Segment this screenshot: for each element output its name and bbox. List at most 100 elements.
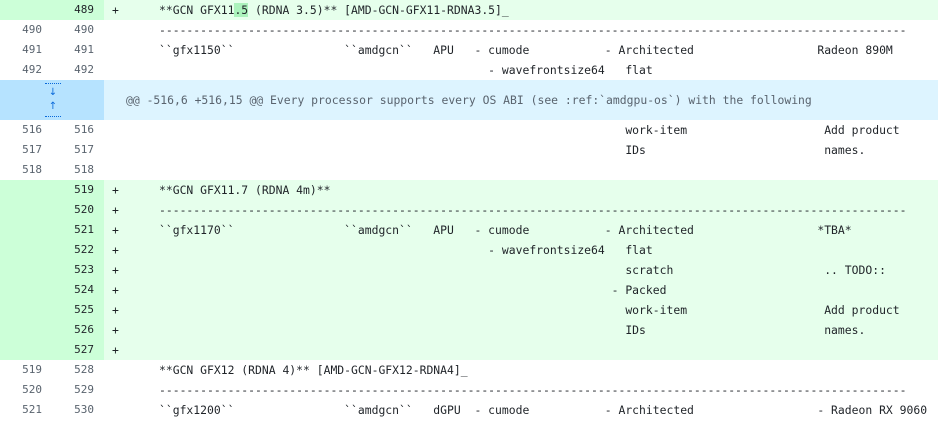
code-line: ----------------------------------------…: [159, 23, 907, 37]
hunk-header: ↓ ↑ @@ -516,6 +516,15 @@ Every processor…: [0, 80, 938, 120]
code-text: (RDNA 3.5)** [AMD-GCN-GFX11-RDNA3.5]_: [248, 3, 509, 17]
new-line-number[interactable]: 520: [74, 203, 94, 216]
line-number-gutter: [0, 260, 104, 280]
changed-word-highlight: .5: [234, 3, 249, 17]
code-text: **GCN GFX11: [159, 3, 235, 17]
new-line-number[interactable]: 521: [74, 223, 94, 236]
code-line: scratch .. TODO::: [159, 263, 886, 277]
hunk-header-text: @@ -516,6 +516,15 @@ Every processor sup…: [126, 93, 812, 107]
diff-row-added[interactable]: 489 + **GCN GFX11.5 (RDNA 3.5)** [AMD-GC…: [0, 0, 938, 20]
hunk-gutter: [0, 80, 104, 120]
old-line-number[interactable]: [0, 300, 42, 320]
line-number-gutter: [0, 300, 104, 320]
code-line: ----------------------------------------…: [159, 203, 907, 217]
code-line: IDs names.: [159, 323, 866, 337]
diff-row-context[interactable]: 521 530 ``gfx1200`` ``amdgcn`` dGPU - cu…: [0, 400, 938, 420]
code-line: ``gfx1200`` ``amdgcn`` dGPU - cumode - A…: [159, 403, 928, 417]
dotted-line: [45, 83, 61, 84]
code-line: - wavefrontsize64 flat: [159, 63, 653, 77]
diff-row-added[interactable]: 521 + ``gfx1170`` ``amdgcn`` APU - cumod…: [0, 220, 938, 240]
new-line-number[interactable]: 490: [74, 23, 94, 36]
diff-row-added[interactable]: 519 + **GCN GFX11.7 (RDNA 4m)**: [0, 180, 938, 200]
arrow-up-icon: ↑: [48, 101, 58, 112]
code-line: **GCN GFX12 (RDNA 4)** [AMD-GCN-GFX12-RD…: [159, 363, 468, 377]
old-line-number[interactable]: 491: [22, 43, 42, 56]
diff-row-context[interactable]: 516 516 work-item Add product: [0, 120, 938, 140]
diff-row-added[interactable]: 526 + IDs names.: [0, 320, 938, 340]
dotted-line: [45, 116, 61, 117]
old-line-number[interactable]: [0, 320, 42, 340]
code-line: ``gfx1150`` ``amdgcn`` APU - cumode - Ar…: [159, 43, 893, 57]
new-line-number[interactable]: 526: [74, 323, 94, 336]
new-line-number[interactable]: 530: [74, 403, 94, 416]
old-line-number[interactable]: [0, 240, 42, 260]
line-number-gutter: [0, 340, 104, 360]
diff-row-context[interactable]: 492 492 - wavefrontsize64 flat: [0, 60, 938, 80]
new-line-number[interactable]: 517: [74, 143, 94, 156]
diff-sign: +: [112, 3, 119, 17]
diff-sign: +: [112, 303, 119, 317]
diff-row-added[interactable]: 523 + scratch .. TODO::: [0, 260, 938, 280]
new-line-number[interactable]: 519: [74, 183, 94, 196]
new-line-number[interactable]: 518: [74, 163, 94, 176]
new-line-number[interactable]: 528: [74, 363, 94, 376]
diff-row-added[interactable]: 522 + - wavefrontsize64 flat: [0, 240, 938, 260]
old-line-number[interactable]: [0, 180, 42, 200]
line-number-gutter: [0, 280, 104, 300]
diff-sign: +: [112, 343, 119, 357]
diff-sign: +: [112, 283, 119, 297]
code-line: work-item Add product: [159, 303, 900, 317]
old-line-number[interactable]: [0, 260, 42, 280]
line-number-gutter: [0, 0, 104, 20]
diff-row-context[interactable]: 491 491 ``gfx1150`` ``amdgcn`` APU - cum…: [0, 40, 938, 60]
new-line-number[interactable]: 527: [74, 343, 94, 356]
line-number-gutter: [0, 220, 104, 240]
old-line-number[interactable]: [0, 340, 42, 360]
diff-row-added[interactable]: 527 +: [0, 340, 938, 360]
old-line-number[interactable]: 521: [22, 403, 42, 416]
diff-sign: +: [112, 263, 119, 277]
new-line-number[interactable]: 529: [74, 383, 94, 396]
code-line: ----------------------------------------…: [159, 383, 907, 397]
diff-row-context[interactable]: 490 490 --------------------------------…: [0, 20, 938, 40]
diff-row-added[interactable]: 524 + - Packed: [0, 280, 938, 300]
diff-sign: +: [112, 243, 119, 257]
old-line-number[interactable]: 517: [22, 143, 42, 156]
code-line: work-item Add product: [159, 123, 900, 137]
old-line-number[interactable]: 516: [22, 123, 42, 136]
line-number-gutter: [0, 200, 104, 220]
old-line-number[interactable]: 518: [22, 163, 42, 176]
code-line: IDs names.: [159, 143, 866, 157]
old-line-number[interactable]: 492: [22, 63, 42, 76]
old-line-number[interactable]: [0, 0, 42, 20]
diff-sign: +: [112, 223, 119, 237]
code-line: ``gfx1170`` ``amdgcn`` APU - cumode - Ar…: [159, 223, 852, 237]
new-line-number[interactable]: 492: [74, 63, 94, 76]
old-line-number[interactable]: 519: [22, 363, 42, 376]
old-line-number[interactable]: 520: [22, 383, 42, 396]
code-line: **GCN GFX11.7 (RDNA 4m)**: [159, 183, 331, 197]
diff-row-added[interactable]: 525 + work-item Add product: [0, 300, 938, 320]
new-line-number[interactable]: 525: [74, 303, 94, 316]
new-line-number[interactable]: 523: [74, 263, 94, 276]
new-line-number[interactable]: 522: [74, 243, 94, 256]
old-line-number[interactable]: [0, 280, 42, 300]
new-line-number[interactable]: 516: [74, 123, 94, 136]
expand-up-down-icon[interactable]: ↓ ↑: [38, 83, 68, 117]
diff-sign: +: [112, 203, 119, 217]
new-line-number[interactable]: 491: [74, 43, 94, 56]
line-number-gutter: [0, 180, 104, 200]
diff-row-context[interactable]: 518 518: [0, 160, 938, 180]
diff-row-context[interactable]: 517 517 IDs names.: [0, 140, 938, 160]
diff-row-context[interactable]: 519 528 **GCN GFX12 (RDNA 4)** [AMD-GCN-…: [0, 360, 938, 380]
diff-row-added[interactable]: 520 + ----------------------------------…: [0, 200, 938, 220]
line-number-gutter: [0, 240, 104, 260]
new-line-number[interactable]: 524: [74, 283, 94, 296]
diff-sign: +: [112, 323, 119, 337]
diff-row-context[interactable]: 520 529 --------------------------------…: [0, 380, 938, 400]
new-line-number[interactable]: 489: [74, 3, 94, 16]
old-line-number[interactable]: 490: [22, 23, 42, 36]
old-line-number[interactable]: [0, 220, 42, 240]
old-line-number[interactable]: [0, 200, 42, 220]
